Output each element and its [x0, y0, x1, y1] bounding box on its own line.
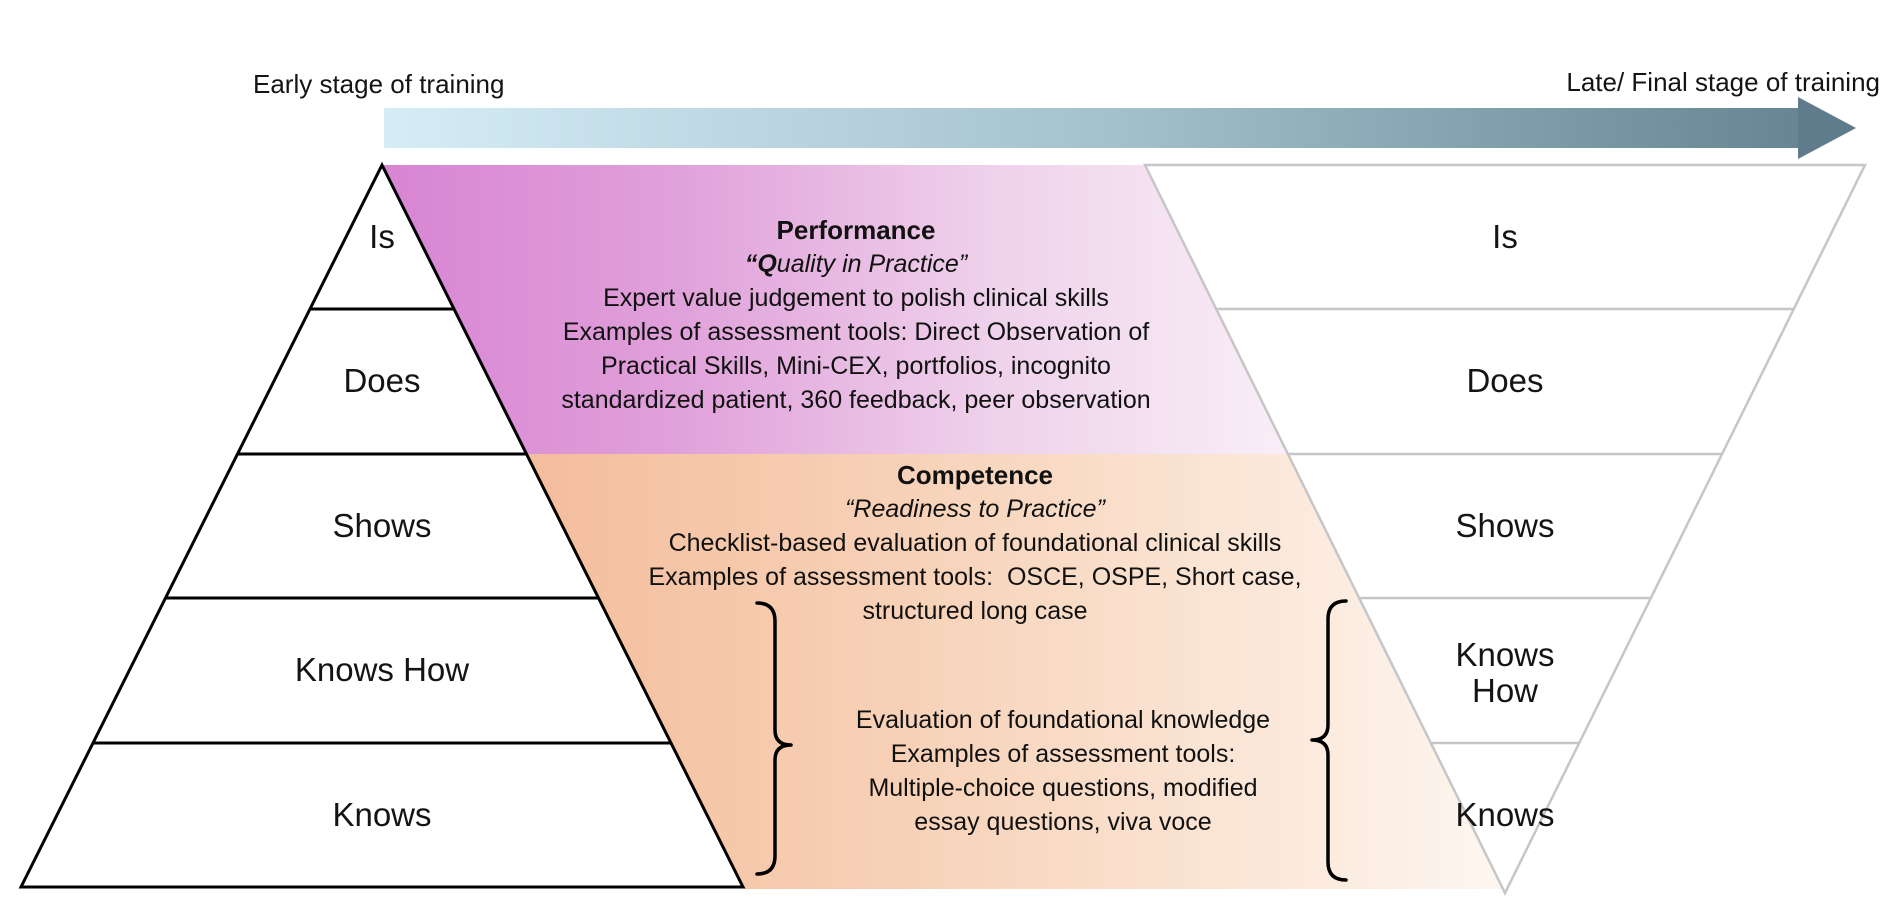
- left-brace-icon: [755, 601, 793, 876]
- performance-line: Examples of assessment tools: Direct Obs…: [562, 318, 1150, 346]
- knowledge-line: Examples of assessment tools:: [890, 740, 1236, 768]
- right-pyramid-level-shows: Shows: [1455, 507, 1555, 544]
- left-pyramid-level-knows: Knows: [332, 796, 432, 833]
- timeline-arrow-head: [1798, 97, 1856, 159]
- competence-line: Checklist-based evaluation of foundation…: [668, 529, 1282, 557]
- competence-subtitle: “Readiness to Practice”: [845, 495, 1105, 523]
- right-pyramid-level-knows-how: Knows How: [1455, 636, 1555, 709]
- left-pyramid-level-does: Does: [343, 362, 421, 399]
- performance-text-block: Performance “Quality in Practice” Expert…: [516, 213, 1196, 417]
- knowledge-line: Evaluation of foundational knowledge: [855, 706, 1271, 734]
- competence-title: Competence: [896, 460, 1054, 490]
- performance-subtitle: “Quality in Practice”: [744, 250, 968, 278]
- competence-text-block: Competence “Readiness to Practice” Check…: [625, 458, 1325, 628]
- competence-line: Examples of assessment tools: OSCE, OSPE…: [648, 563, 1302, 591]
- knowledge-text-block: Evaluation of foundational knowledge Exa…: [823, 703, 1303, 839]
- performance-line: Practical Skills, Mini-CEX, portfolios, …: [601, 352, 1111, 380]
- competence-region: [527, 454, 1503, 889]
- performance-line: standardized patient, 360 feedback, peer…: [561, 386, 1151, 414]
- left-pyramid-level-is: Is: [369, 218, 395, 255]
- left-pyramid-shape: [18, 161, 746, 889]
- left-pyramid-level-shows: Shows: [332, 507, 432, 544]
- right-pyramid-outline: [1142, 163, 1868, 896]
- knowledge-line: Multiple-choice questions, modified: [868, 774, 1258, 802]
- performance-title: Performance: [776, 215, 936, 245]
- right-brace-icon: [1310, 599, 1348, 882]
- right-pyramid-shape: [1142, 163, 1868, 896]
- right-pyramid-level-is: Is: [1492, 218, 1518, 255]
- right-pyramid-level-knows: Knows: [1455, 796, 1555, 833]
- left-pyramid-level-knows-how: Knows How: [294, 651, 470, 688]
- early-stage-label: Early stage of training: [253, 69, 505, 99]
- left-pyramid-outline: [18, 161, 746, 889]
- performance-region: [382, 165, 1288, 454]
- knowledge-line: essay questions, viva voce: [914, 808, 1212, 836]
- timeline-arrow-body: [384, 108, 1798, 148]
- competence-line: structured long case: [862, 597, 1088, 625]
- performance-line: Expert value judgement to polish clinica…: [603, 284, 1109, 312]
- right-pyramid-level-does: Does: [1466, 362, 1544, 399]
- timeline-arrow-icon: [384, 97, 1856, 159]
- late-stage-label: Late/ Final stage of training: [1566, 67, 1880, 97]
